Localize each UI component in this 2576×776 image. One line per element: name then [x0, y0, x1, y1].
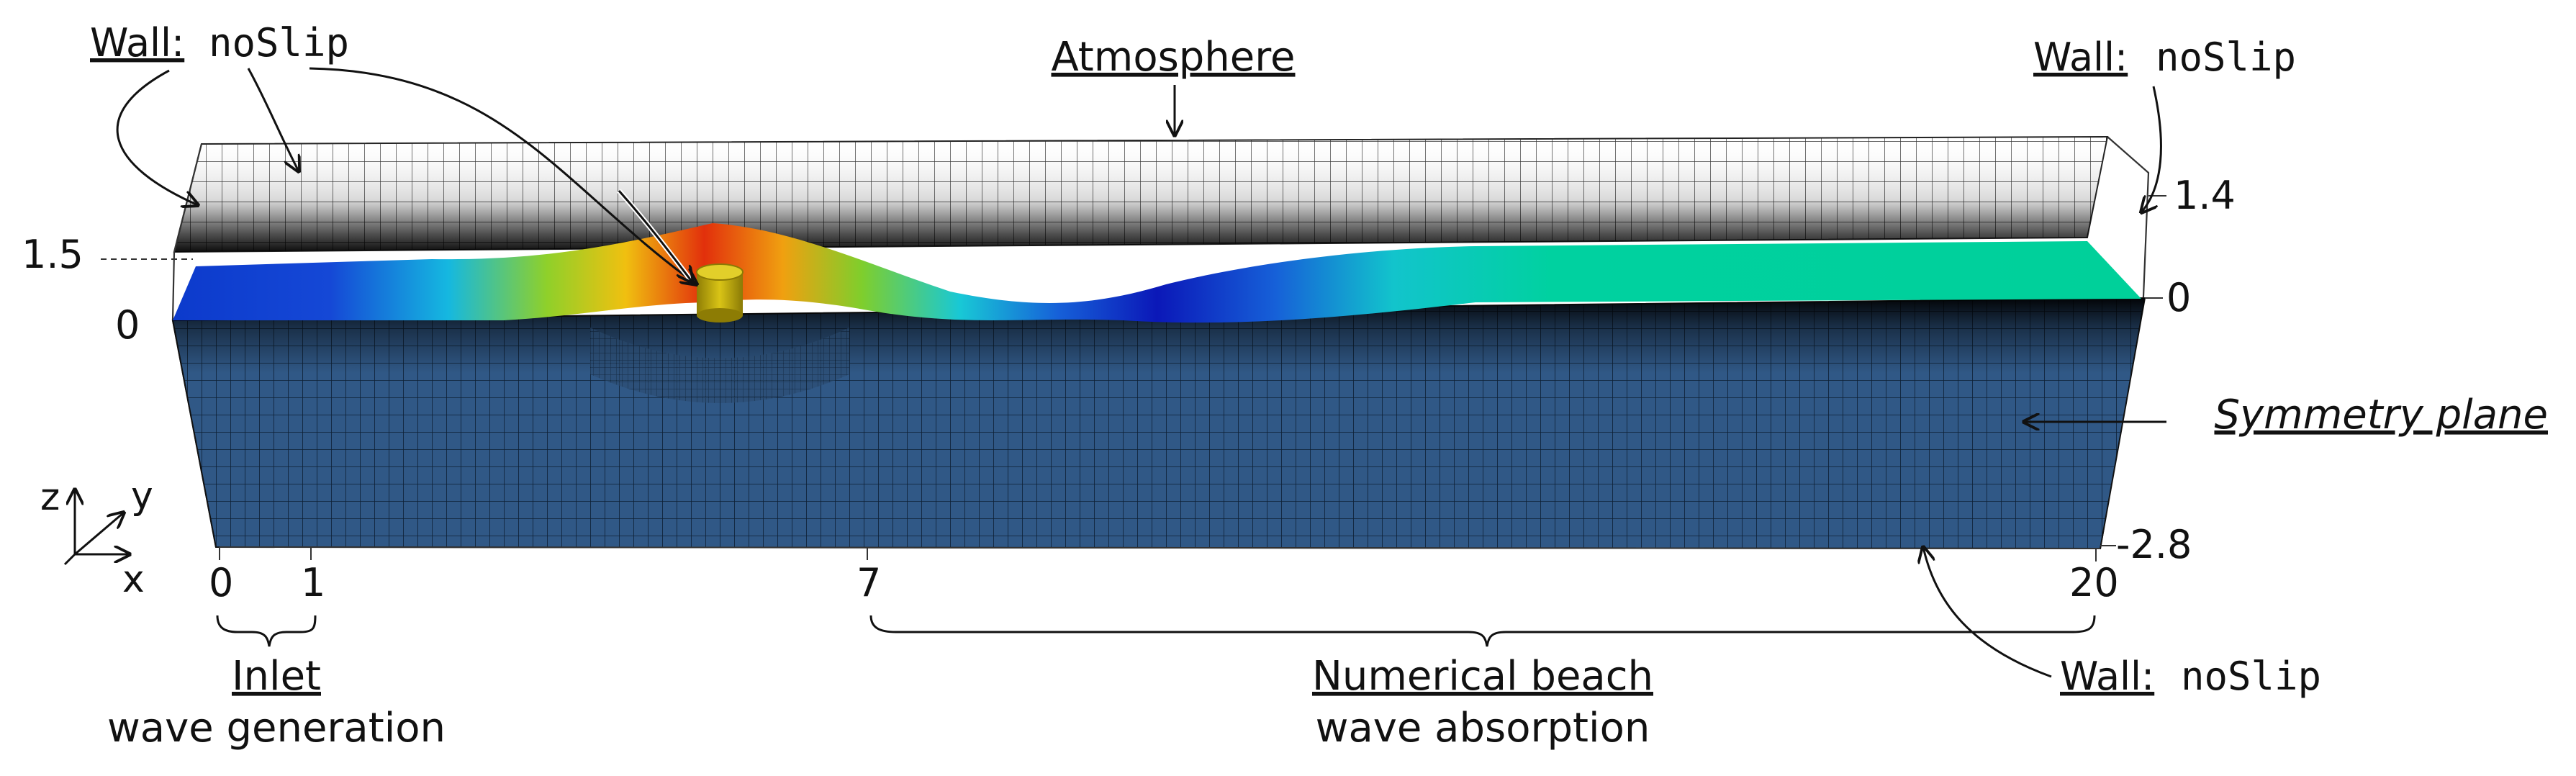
tank — [101, 135, 2166, 561]
label-symmetry-plane: Symmetry plane — [2214, 392, 2548, 438]
noslip-text: noSlip — [209, 20, 349, 66]
floating-body — [696, 263, 744, 322]
wall-arrow-bottom — [1923, 547, 2052, 678]
tick-x-1: 1 — [301, 560, 325, 605]
triad-z: z — [40, 476, 60, 519]
label-wall-top-left: Wall: noSlip — [90, 20, 349, 66]
coordinate-triad — [63, 489, 130, 566]
atmosphere-refinement-shade — [174, 137, 2107, 252]
triad-y: y — [131, 474, 153, 518]
symmetry-plane-label: Symmetry plane — [2214, 392, 2548, 438]
inlet-label: Inlet — [232, 653, 321, 700]
tick-right-0: 0 — [2166, 275, 2191, 320]
tick-left-1-5: 1.5 — [22, 232, 83, 277]
tick-left-0: 0 — [115, 302, 140, 348]
wall-word: Wall: — [90, 20, 184, 66]
noslip-text-bottom: noSlip — [2181, 654, 2321, 699]
wall-arrow-to-body — [309, 67, 697, 284]
tick-x-7: 7 — [857, 560, 881, 605]
wall-arrow-left — [116, 69, 198, 205]
atmosphere-label: Atmosphere — [1051, 34, 1295, 81]
wall-arrow-right — [2141, 86, 2162, 212]
triad-x: x — [122, 558, 145, 601]
inlet-brace — [216, 615, 317, 647]
beach-brace — [869, 615, 2096, 647]
beach-label: Numerical beach — [1312, 653, 1653, 700]
label-numerical-beach: Numerical beach wave absorption — [1312, 653, 1653, 752]
label-wall-top-right: Wall: noSlip — [2033, 35, 2296, 80]
tick-x-0: 0 — [209, 560, 233, 605]
wall-word-right: Wall: — [2033, 35, 2128, 80]
mesh-under-body — [590, 328, 849, 403]
inlet-sub-label: wave generation — [107, 705, 446, 752]
submerged-refinement-shade — [173, 298, 2145, 549]
beach-sub-label: wave absorption — [1316, 705, 1650, 752]
tick-right-neg-2-8: -2.8 — [2116, 522, 2192, 567]
label-wall-bottom-right: Wall: noSlip — [2060, 654, 2321, 699]
label-inlet: Inlet wave generation — [107, 653, 446, 752]
x-axis-ticks — [219, 546, 2101, 561]
wall-arrow-left-2 — [247, 68, 299, 171]
noslip-text-right: noSlip — [2156, 35, 2296, 80]
label-atmosphere: Atmosphere — [1051, 34, 1295, 81]
tick-right-1-4: 1.4 — [2174, 173, 2236, 218]
tick-x-20: 20 — [2069, 560, 2119, 605]
wall-word-bottom: Wall: — [2060, 654, 2154, 699]
wall-arrow-to-body-black — [618, 190, 692, 282]
